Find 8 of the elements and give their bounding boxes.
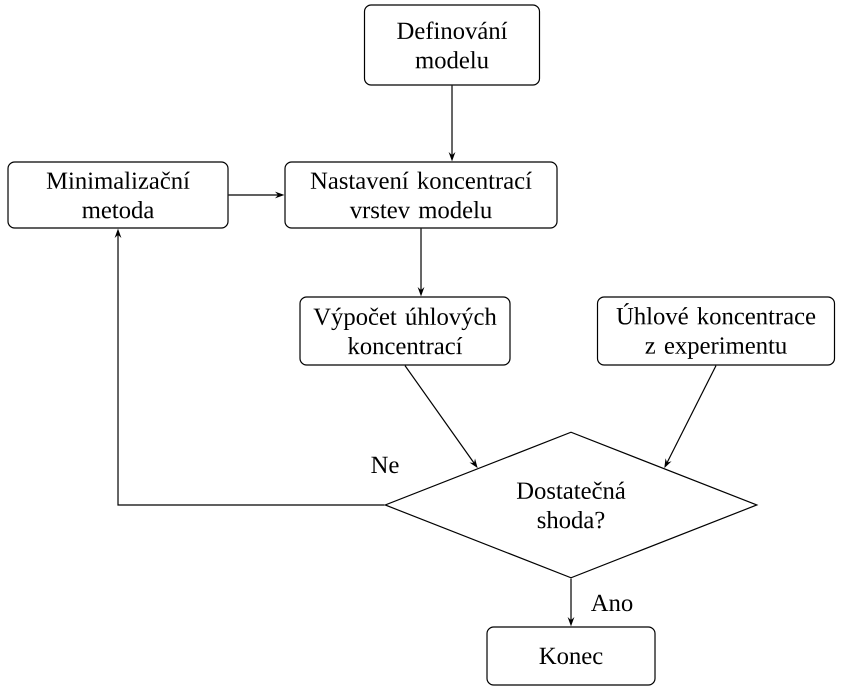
process-box: Nastavení koncentrací vrstev modelu	[284, 161, 558, 229]
process-box: Výpočet úhlových koncentrací	[299, 296, 511, 366]
process-box: Konec	[486, 626, 656, 686]
edge-label: Ne	[371, 456, 399, 474]
process-box: Definování modelu	[364, 4, 540, 86]
edge-label: Ano	[591, 594, 632, 612]
process-box: Úhlové koncentrace z experimentu	[596, 296, 836, 366]
process-box: Minimalizační metoda	[7, 161, 229, 229]
